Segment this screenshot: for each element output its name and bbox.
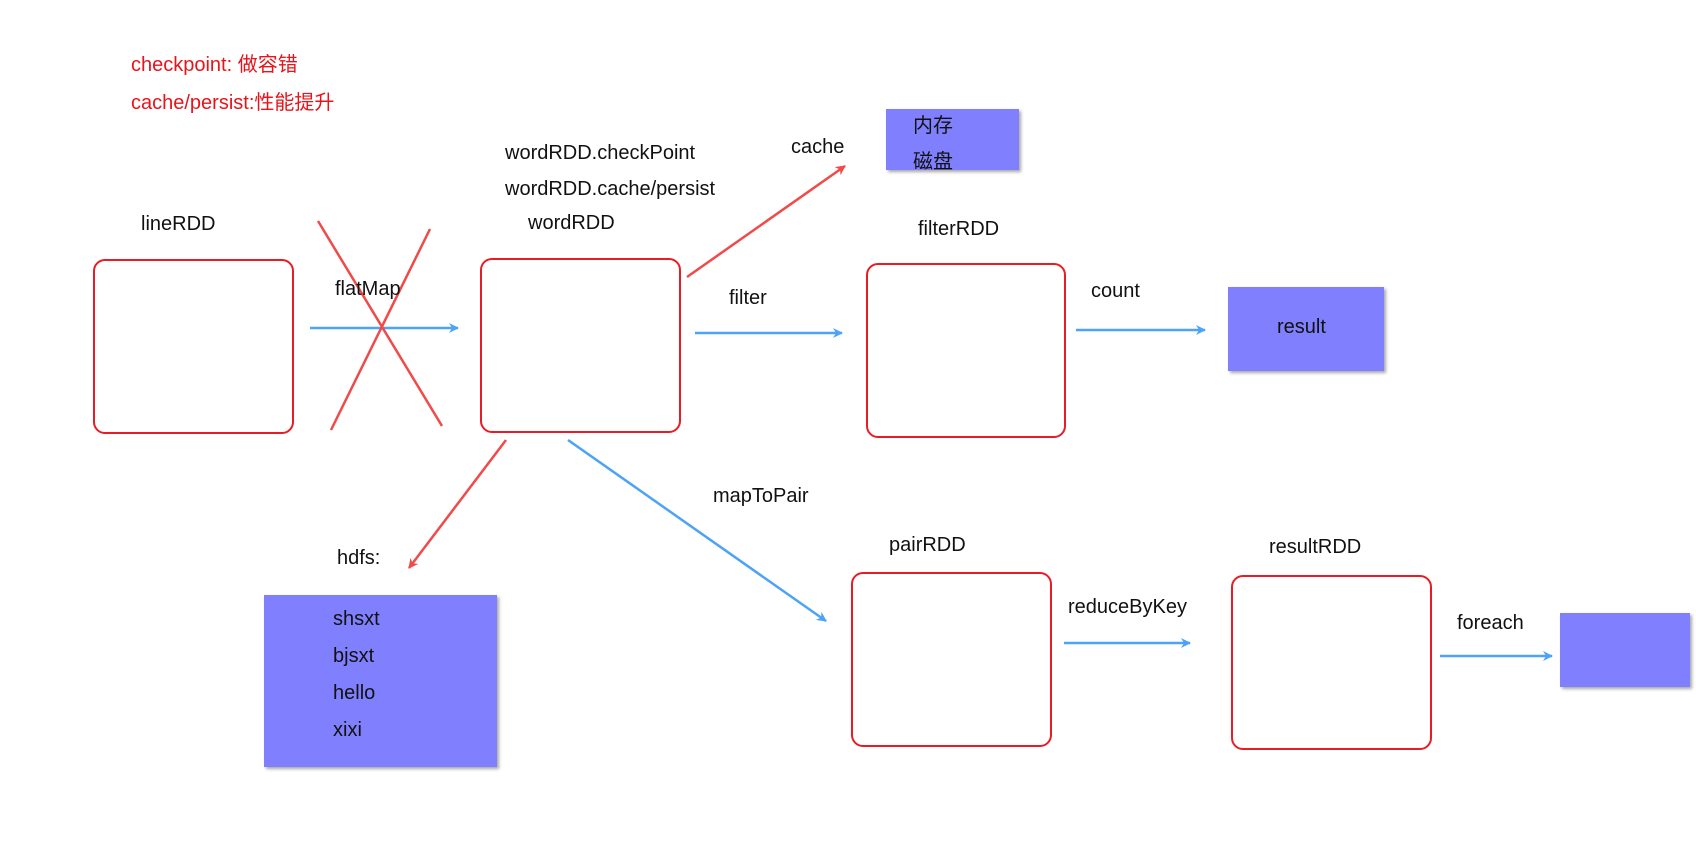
hdfs-item: shsxt	[333, 608, 380, 630]
storage-box: 内存 磁盘	[886, 109, 1019, 173]
line-rdd-label: lineRDD	[141, 213, 216, 235]
cross-line-a	[316, 220, 444, 427]
hdfs-label: hdfs:	[337, 547, 381, 569]
word-rdd-label: wordRDD	[528, 212, 615, 234]
count-label: count	[1091, 280, 1140, 302]
filter-rdd-box	[866, 263, 1066, 438]
word-rdd-cache-label: wordRDD.cache/persist	[505, 178, 716, 200]
pair-rdd-box	[851, 572, 1052, 747]
maptopair-arrow	[567, 438, 827, 623]
hdfs-item: hello	[333, 682, 376, 704]
word-rdd-checkpoint-label: wordRDD.checkPoint	[505, 142, 696, 164]
hdfs-data-box: shsxt bjsxt hello xixi	[264, 595, 497, 767]
word-rdd-box	[480, 258, 681, 433]
hdfs-item: xixi	[333, 719, 362, 741]
result-box: result	[1228, 287, 1384, 371]
flatmap-label: flatMap	[335, 278, 401, 300]
foreach-label: foreach	[1457, 612, 1524, 634]
maptopair-label: mapToPair	[713, 485, 809, 507]
line-rdd-box	[93, 259, 294, 434]
hdfs-arrow	[408, 439, 507, 569]
cache-label: cache	[791, 136, 845, 158]
result-label: result	[1277, 316, 1326, 338]
disk-label: 磁盘	[913, 151, 953, 173]
cross-line-b	[329, 228, 432, 431]
cache-note: cache/persist:性能提升	[131, 92, 335, 114]
reducebykey-label: reduceByKey	[1068, 596, 1187, 618]
cache-arrow	[686, 164, 846, 279]
result-rdd-label: resultRDD	[1269, 536, 1362, 558]
hdfs-item: bjsxt	[333, 645, 375, 667]
checkpoint-note: checkpoint: 做容错	[131, 54, 298, 76]
filter-rdd-label: filterRDD	[918, 218, 1000, 240]
foreach-output-box	[1560, 613, 1690, 687]
result-rdd-box	[1231, 575, 1432, 750]
pair-rdd-label: pairRDD	[889, 534, 966, 556]
memory-label: 内存	[913, 115, 953, 137]
filter-label: filter	[729, 287, 767, 309]
